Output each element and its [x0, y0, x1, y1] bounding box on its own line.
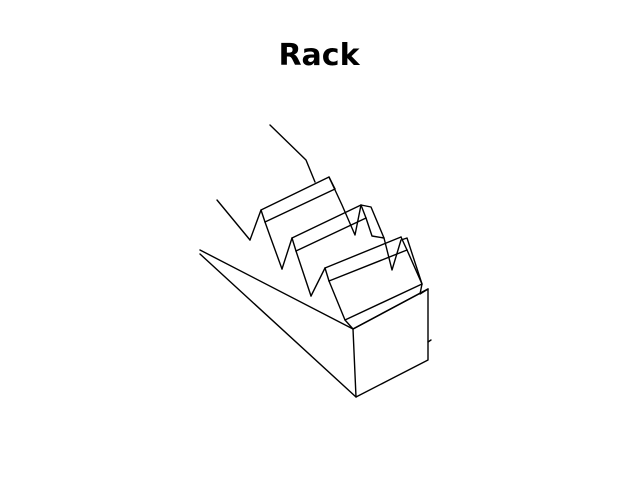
- tooth-2-left-edge: [291, 237, 297, 252]
- slide-title: Rack: [278, 38, 360, 73]
- tooth-2-right-edge: [360, 204, 367, 219]
- tooth-1-front-flank: [264, 221, 283, 270]
- tooth-3-top-front-edge: [328, 249, 408, 282]
- tooth-3-right-edge: [400, 236, 408, 251]
- tooth-3-front-flank: [328, 280, 354, 330]
- rack-body-top-side-edge: [199, 249, 354, 330]
- tooth-2-top-back-edge: [291, 204, 362, 239]
- tooth-2-right-flank: [365, 217, 385, 239]
- rack-end-face: [352, 288, 429, 398]
- rack-body-bottom-side-edge: [199, 253, 357, 398]
- tooth-1-top-front-edge: [264, 188, 336, 223]
- tooth-3-left-edge: [324, 267, 330, 282]
- tooth-1-right-edge: [328, 176, 336, 190]
- tooth-2-back-flank: [281, 237, 293, 270]
- tooth-1-left-edge: [260, 209, 266, 223]
- tooth-3-back-flank: [310, 267, 326, 297]
- rack-back-edge-middle: [216, 199, 251, 241]
- tooth-3-top-back-edge: [324, 236, 402, 269]
- tooth-2-front-flank: [295, 250, 312, 297]
- tooth-2-top-front-edge: [295, 217, 367, 252]
- tooth-3-end-top-edge: [344, 283, 423, 321]
- rack-end-face-right-tick: [427, 339, 432, 343]
- rack-back-edge-upper: [269, 124, 316, 183]
- tooth-3-right-flank: [406, 249, 423, 285]
